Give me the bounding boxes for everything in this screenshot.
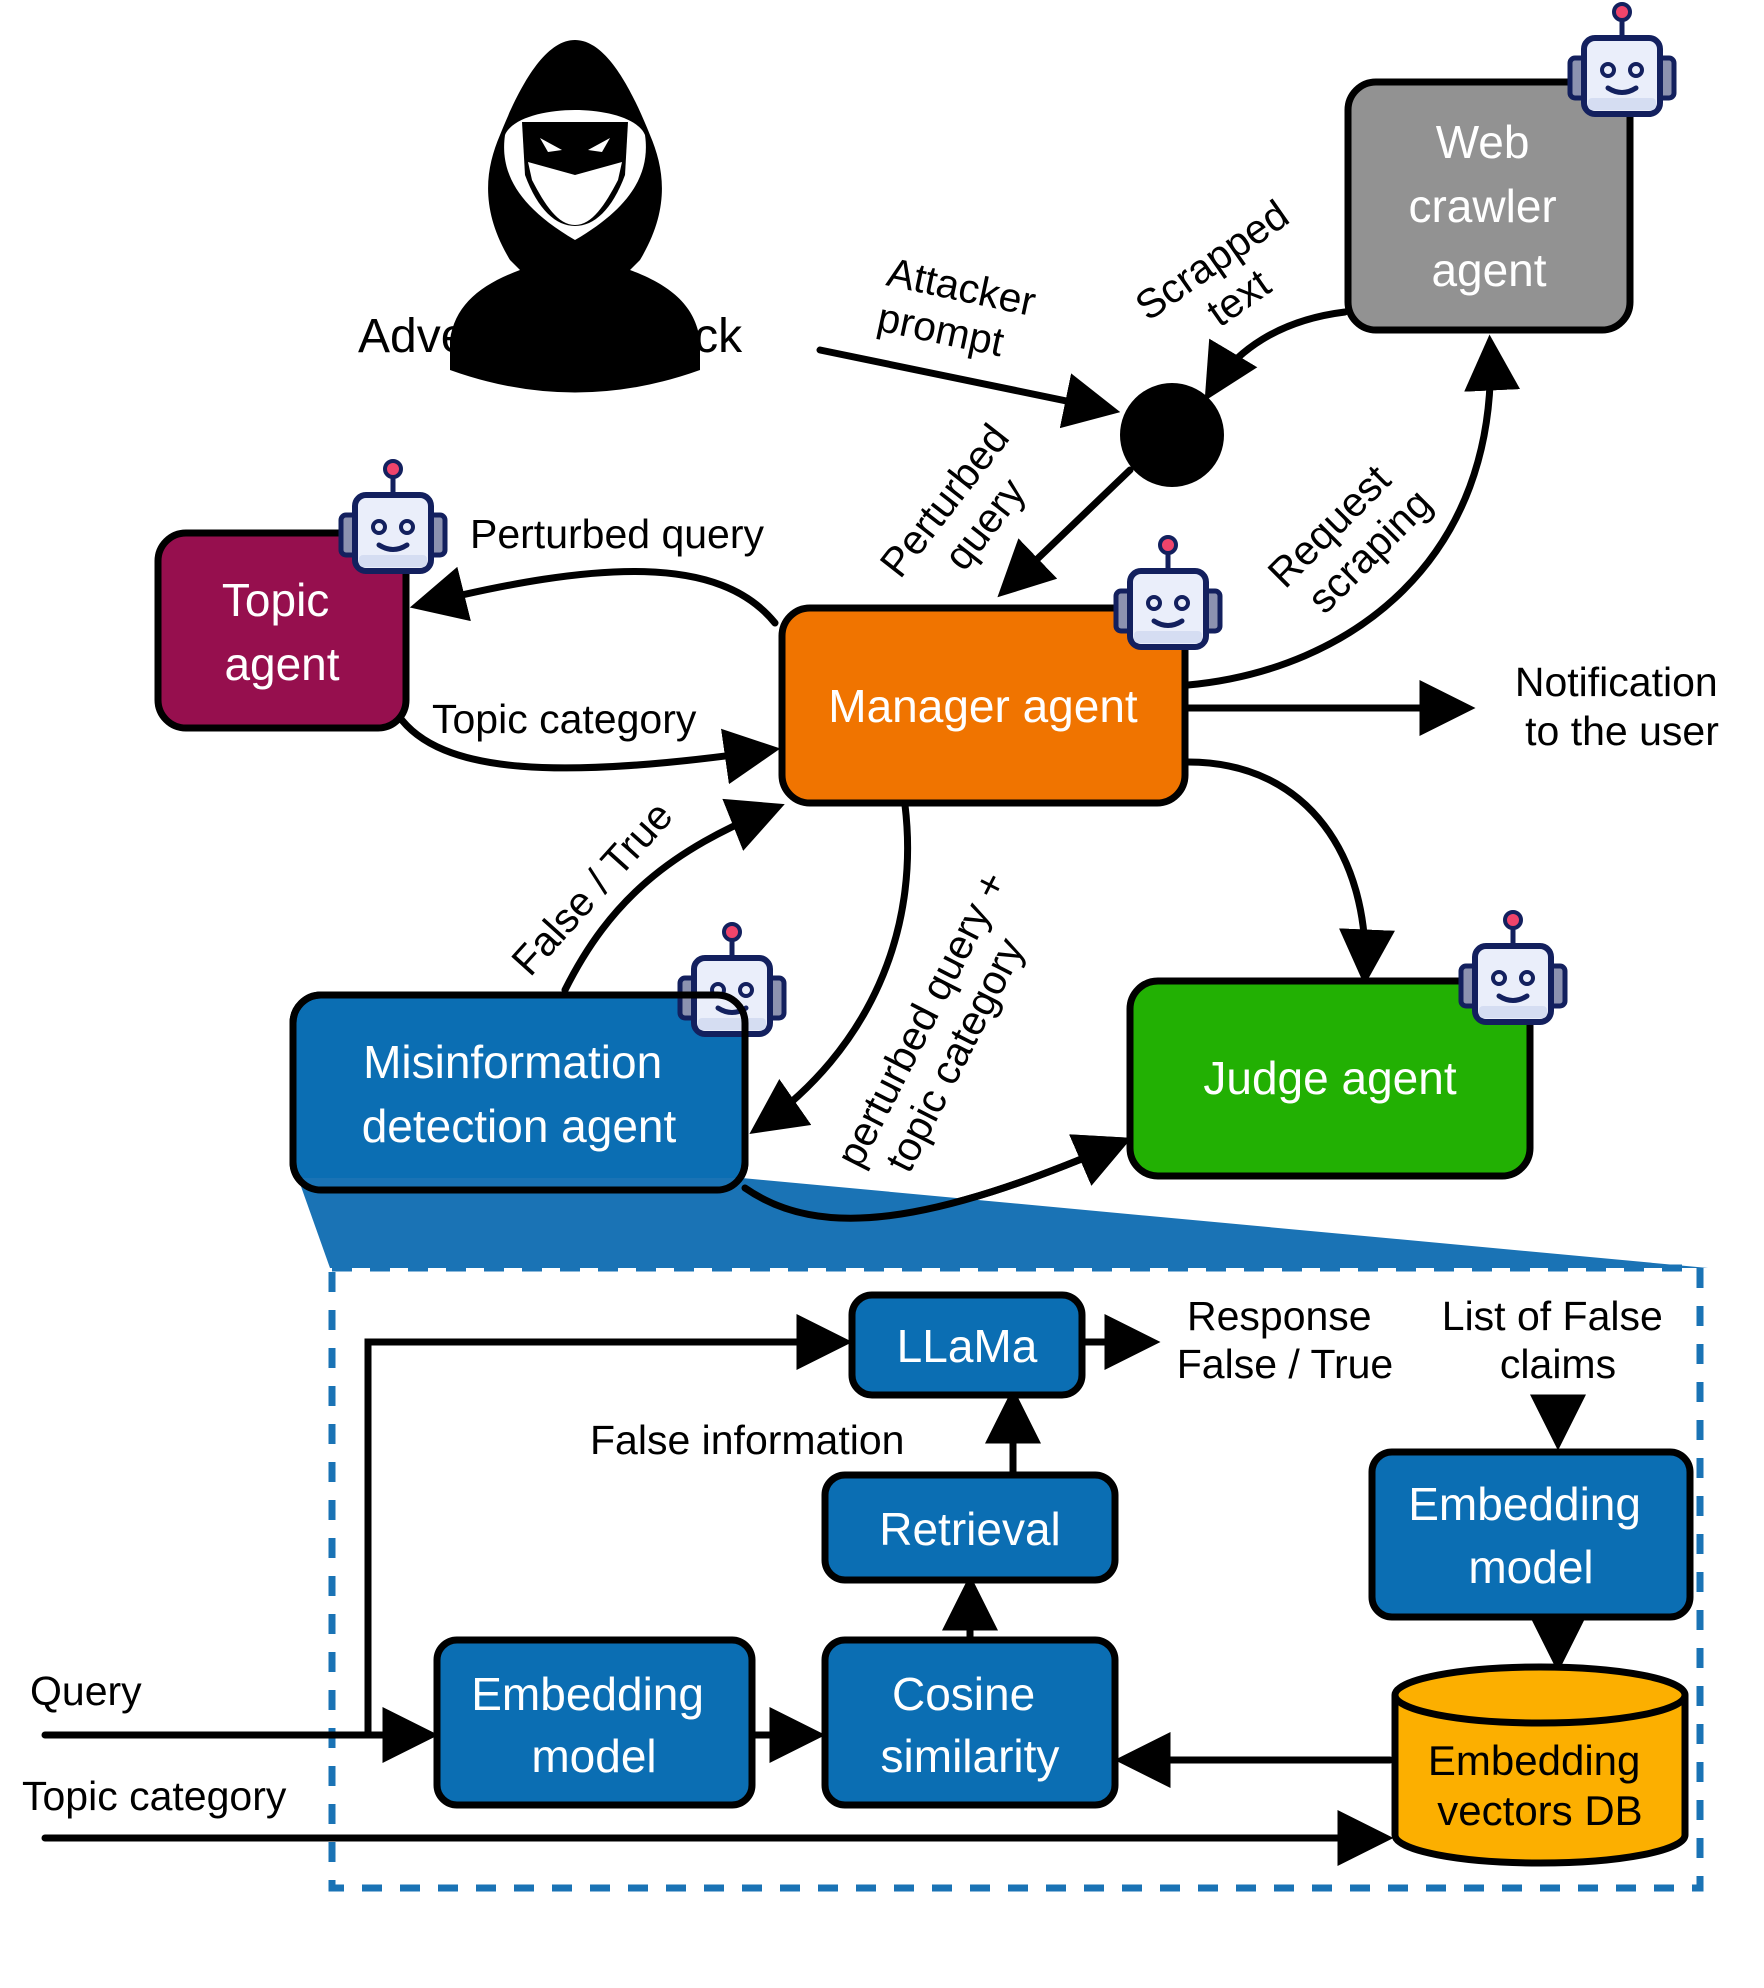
agent-web-crawler[interactable]: Web crawler agent xyxy=(1344,4,1674,334)
detail-labels: Response False / True List of False clai… xyxy=(22,1293,1674,1819)
zoom-wedge xyxy=(298,1178,1708,1268)
label-false-information: False information xyxy=(590,1417,904,1463)
edge-topic-category xyxy=(394,711,781,785)
label-query: Query xyxy=(30,1668,142,1714)
block-cosine-similarity[interactable]: Cosine similarity xyxy=(821,1636,1119,1809)
embedding-claims-label: Embedding model xyxy=(1408,1478,1654,1593)
edge-false-true xyxy=(561,798,785,994)
manager-box xyxy=(778,604,1189,807)
label-topic-category-input: Topic category xyxy=(22,1773,287,1819)
edge-perturbed-query-to-manager xyxy=(997,466,1134,598)
vectors-db-cylinder xyxy=(1391,1695,1689,1867)
cosine-label: Cosine similarity xyxy=(881,1668,1060,1782)
edge-request-scraping xyxy=(1184,334,1521,689)
embedding-query-label: Embedding model xyxy=(471,1668,717,1782)
label-perturbed-query-diag: Perturbed query xyxy=(871,406,1061,614)
cosine-box xyxy=(821,1636,1119,1809)
adversarial-attack-label: Adversarial Attack xyxy=(358,310,743,363)
label-response: Response False / True xyxy=(1177,1293,1393,1387)
agent-manager[interactable]: Manager agent xyxy=(778,537,1220,807)
retrieval-box xyxy=(821,1471,1119,1584)
judge-label: Judge agent xyxy=(1203,1052,1456,1104)
agent-topic[interactable]: Topic agent xyxy=(154,461,445,732)
block-vectors-db[interactable]: Embedding vectors DB xyxy=(1391,1663,1689,1867)
label-false-true: False / True xyxy=(503,792,682,984)
hooded-hacker-icon xyxy=(450,40,700,393)
detail-edges xyxy=(41,1314,1586,1866)
robot-icon xyxy=(1461,912,1565,1022)
label-attacker-prompt: Attacker prompt xyxy=(874,249,1051,373)
web-crawler-label: Web crawler agent xyxy=(1408,116,1569,296)
edge-manager-to-judge xyxy=(1184,758,1395,986)
label-scrapped-text: Scrapped text xyxy=(1127,184,1333,367)
edge-perturbed-query-to-topic xyxy=(409,566,779,627)
label-perturbed-query: Perturbed query xyxy=(470,511,765,557)
misinformation-box-overlay xyxy=(289,991,749,1194)
edge-scrapped-text xyxy=(1204,308,1349,402)
llama-box xyxy=(848,1291,1086,1399)
embedding-query-box xyxy=(433,1636,756,1809)
edge-query-to-llama xyxy=(364,1314,853,1739)
edge-attacker-prompt xyxy=(816,346,1121,429)
robot-icon xyxy=(1570,4,1674,114)
robot-icon xyxy=(341,461,445,571)
embedding-claims-box xyxy=(1368,1448,1694,1621)
label-request-scraping: Request scraping xyxy=(1259,447,1441,629)
web-crawler-box xyxy=(1344,78,1634,334)
label-perturbed-plus-topic: perturbed query + topic category xyxy=(827,854,1062,1195)
vectors-db-top xyxy=(1391,1663,1689,1727)
label-topic-category: Topic category xyxy=(432,696,697,742)
topic-label: Topic agent xyxy=(222,574,342,690)
robot-icon xyxy=(1116,537,1220,647)
junction-node xyxy=(1120,383,1224,487)
label-false-claims: List of False claims xyxy=(1442,1293,1674,1387)
label-notification: Notification to the user xyxy=(1515,659,1729,754)
misinformation-label: Misinformation detection agent xyxy=(362,1036,677,1152)
agent-judge[interactable]: Judge agent xyxy=(1126,912,1565,1180)
retrieval-label: Retrieval xyxy=(879,1503,1061,1555)
manager-label: Manager agent xyxy=(828,680,1138,732)
block-embedding-claims[interactable]: Embedding model xyxy=(1368,1448,1694,1621)
robot-icon xyxy=(680,924,784,1034)
detail-panel xyxy=(328,1264,1704,1892)
vectors-db-label: Embedding vectors DB xyxy=(1428,1737,1652,1834)
edge-misinformation-to-judge-overlay xyxy=(741,1134,1132,1222)
topic-box xyxy=(154,529,410,732)
misinformation-box xyxy=(289,991,749,1194)
edge-perturbed-plus-topic xyxy=(749,801,912,1135)
block-embedding-query[interactable]: Embedding model xyxy=(433,1636,756,1809)
block-retrieval[interactable]: Retrieval xyxy=(821,1471,1119,1584)
llama-label: LLaMa xyxy=(897,1320,1038,1372)
block-llama[interactable]: LLaMa xyxy=(848,1291,1086,1399)
judge-box xyxy=(1126,977,1534,1180)
